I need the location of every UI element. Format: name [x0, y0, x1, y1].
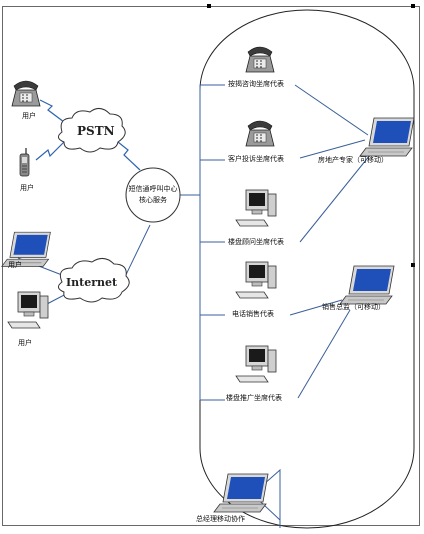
desktop-computer-icon — [7, 291, 49, 329]
pstn-to-center — [117, 141, 141, 171]
core-service-label: 短信通呼叫中心 核心服务 — [123, 184, 183, 206]
seat4-computer-icon — [235, 261, 277, 299]
seat2-phone-icon — [245, 120, 275, 147]
user-label-laptop: 用户 — [8, 261, 22, 269]
general-manager-label: 总经理移动协作 — [196, 515, 245, 523]
frame-handle-right — [411, 263, 415, 267]
pstn-label: PSTN — [77, 124, 115, 138]
enterprise-boundary — [199, 9, 415, 529]
seat5-to-sales — [297, 309, 351, 399]
mobile-to-pstn — [35, 141, 65, 161]
realtor-label: 房地产专家（可移动） — [318, 156, 388, 164]
core-service-node — [125, 167, 181, 223]
user-label-phone: 用户 — [22, 112, 36, 120]
user-label-mobile: 用户 — [20, 184, 34, 192]
seat1-label: 按揭咨询坐席代表 — [228, 80, 284, 88]
internet-label: Internet — [66, 276, 118, 289]
core-service-line1: 短信通呼叫中心 — [128, 185, 178, 193]
internet-cloud — [58, 258, 130, 303]
seat4-to-sales — [289, 299, 343, 316]
seat3-computer-icon — [235, 189, 277, 227]
pstn-cloud — [58, 108, 126, 153]
seat1-to-realtor — [294, 84, 369, 136]
user-label-desktop: 用户 — [18, 339, 32, 347]
seat3-label: 楼盘顾问坐席代表 — [228, 238, 284, 246]
phone-to-pstn — [39, 99, 65, 123]
sales-manager-label: 销售总监（可移动） — [322, 303, 385, 311]
seat2-to-realtor — [299, 139, 366, 159]
frame-handle-corner — [411, 4, 415, 8]
seat3-to-realtor — [299, 154, 371, 243]
seat5-label: 楼盘推广坐席代表 — [226, 394, 282, 402]
seat2-label: 客户投诉坐席代表 — [228, 155, 284, 163]
seat4-label: 电话销售代表 — [232, 310, 274, 318]
phone-icon — [11, 80, 41, 107]
general-manager-laptop-icon — [213, 473, 269, 513]
core-service-line2: 核心服务 — [139, 196, 167, 204]
realtor-laptop-icon — [359, 117, 415, 157]
frame-handle-top — [207, 4, 211, 8]
mobile-phone-icon — [19, 147, 30, 177]
seat1-phone-icon — [245, 46, 275, 73]
seat5-computer-icon — [235, 345, 277, 383]
sales-manager-laptop-icon — [339, 265, 395, 305]
